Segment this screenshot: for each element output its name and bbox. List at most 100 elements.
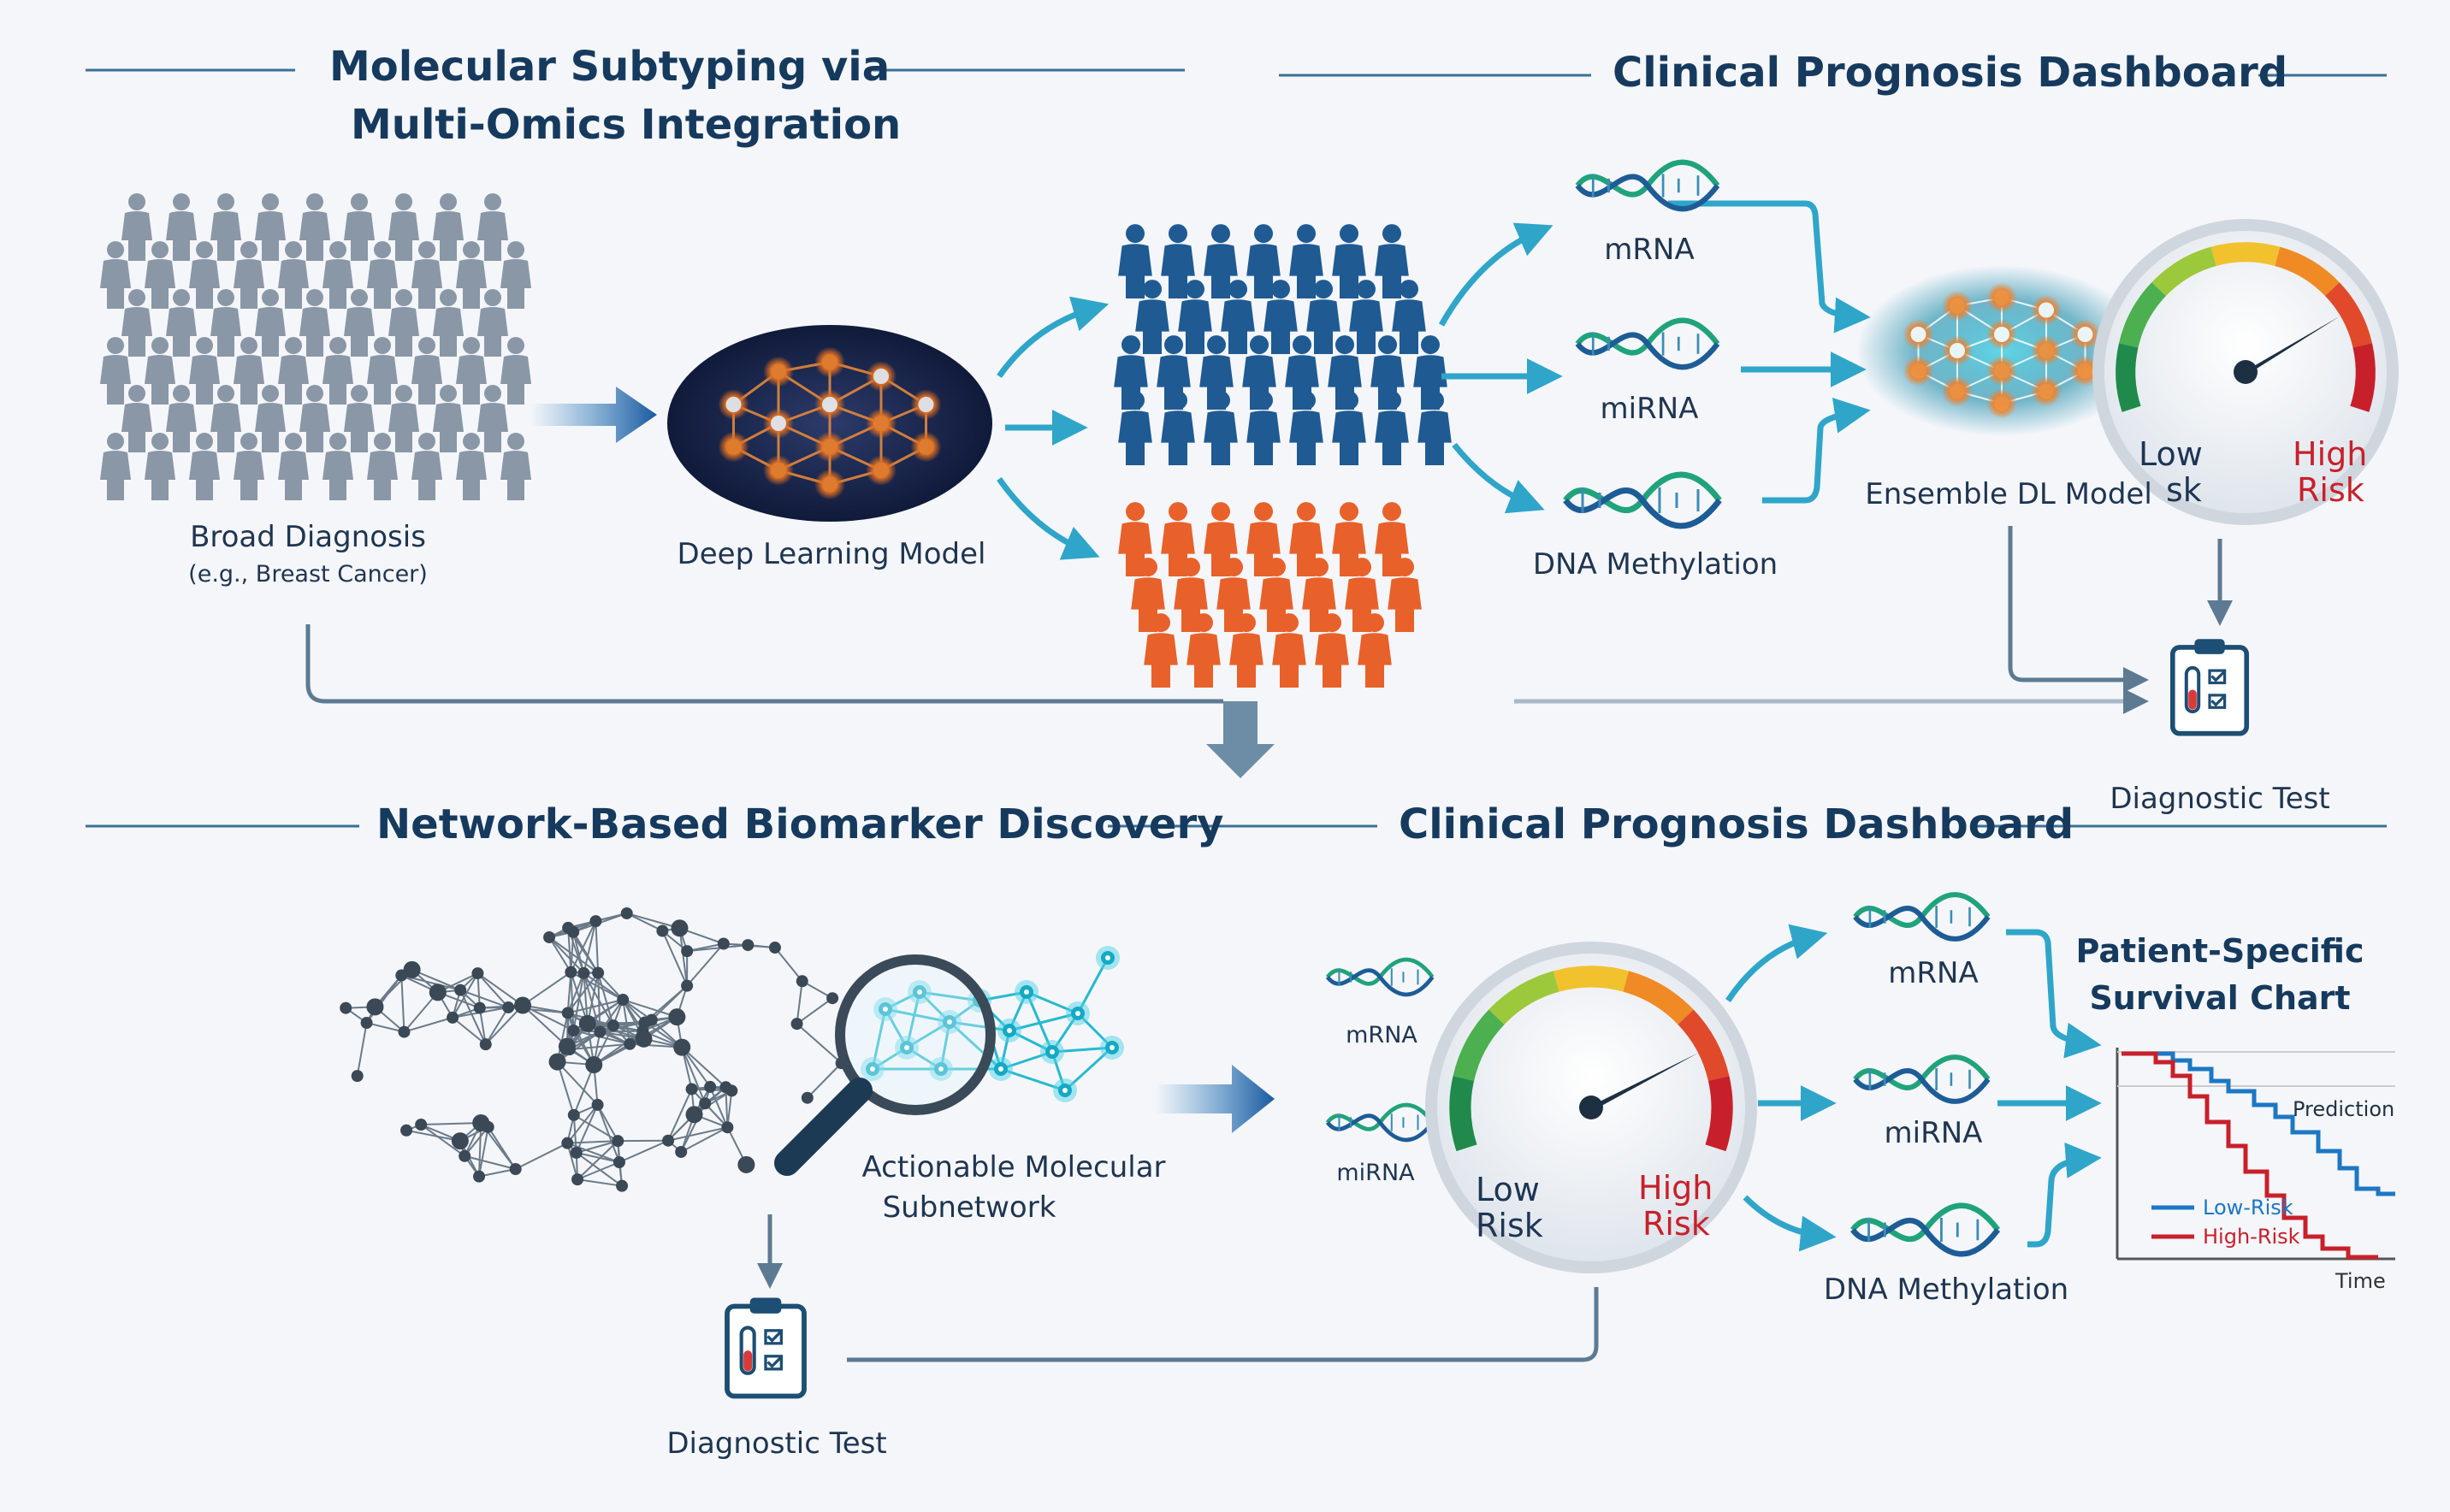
connectors-bottom — [757, 1214, 1599, 1362]
title-subtyping-line1: Molecular Subtyping via — [329, 43, 891, 91]
omics-mirna-label: miRNA — [1600, 392, 1699, 426]
subtype-crowd-orange — [1118, 502, 1422, 688]
person-icon — [100, 241, 131, 309]
person-icon — [388, 289, 419, 357]
gauge-bottom-high-line2: Risk — [1642, 1205, 1710, 1243]
person-icon — [433, 385, 464, 452]
person-icon — [166, 289, 197, 357]
person-icon — [255, 289, 286, 357]
title-prognosis-bottom: Clinical Prognosis Dashboard — [1399, 800, 2074, 848]
person-icon — [388, 385, 419, 452]
arrow-to-gauge — [1155, 1065, 1275, 1133]
person-icon — [323, 241, 353, 309]
person-icon — [100, 433, 131, 500]
dna-helix-icon — [1565, 475, 1719, 526]
person-icon — [367, 241, 398, 309]
magnifier-icon — [774, 954, 996, 1176]
dna-helix-icon — [1328, 1105, 1433, 1140]
person-icon — [210, 193, 241, 261]
person-icon — [145, 241, 175, 309]
omics-mrna-label: mRNA — [1604, 233, 1695, 267]
gauge-top-low-line1: Low — [2139, 435, 2203, 473]
dl-model-label: Deep Learning Model — [677, 537, 986, 571]
gauge-omics-mrna-label: mRNA — [1346, 1022, 1417, 1048]
person-icon — [500, 241, 531, 309]
person-icon — [411, 337, 442, 405]
person-icon — [189, 337, 220, 405]
person-icon — [210, 385, 241, 452]
person-icon — [388, 193, 419, 261]
survival-title-line1: Patient-Specific — [2075, 932, 2364, 970]
person-icon — [433, 193, 464, 261]
person-icon — [145, 337, 175, 405]
person-icon — [477, 289, 508, 357]
dna-helix-icon — [1577, 321, 1718, 368]
survival-prediction-label: Prediction — [2293, 1097, 2395, 1121]
gauge-bottom-low-line1: Low — [1476, 1171, 1540, 1208]
dna-helix-icon — [1853, 1206, 1998, 1255]
diagnostic-test-bottom-label: Diagnostic Test — [666, 1426, 887, 1461]
gauge-top-high-line1: High — [2293, 435, 2368, 473]
person-icon — [278, 433, 309, 500]
person-icon — [278, 337, 309, 405]
person-icon — [411, 433, 442, 500]
down-arrow — [1206, 701, 1275, 778]
subnetwork-label-line1: Actionable Molecular — [861, 1150, 1166, 1184]
subnetwork-highlight — [861, 946, 1124, 1102]
gauge-top-high-line2: Risk — [2297, 471, 2364, 509]
survival-title-line2: Survival Chart — [2089, 979, 2351, 1017]
header-rules — [86, 68, 2387, 828]
clipboard-test-tube-icon — [2173, 639, 2246, 733]
dna-helix-icon — [1328, 960, 1433, 995]
person-icon — [433, 289, 464, 357]
person-icon — [456, 337, 487, 405]
person-icon — [166, 193, 197, 261]
omics-bottom-methylation-label: DNA Methylation — [1823, 1273, 2069, 1307]
gauge-omics-mirna-label: miRNA — [1336, 1160, 1415, 1186]
arrows-to-subtypes — [997, 200, 1871, 560]
person-icon — [344, 289, 375, 357]
gauge-bottom-high-line1: High — [1638, 1169, 1713, 1207]
dna-helix-icon — [1855, 895, 1988, 939]
low-risk-curve — [2122, 1051, 2395, 1196]
subtype-crowd-blue — [1114, 224, 1452, 465]
omics-bottom-mirna-label: miRNA — [1884, 1116, 1983, 1150]
risk-gauge-icon — [2092, 219, 2399, 525]
person-icon — [189, 241, 220, 309]
person-icon — [344, 193, 375, 261]
person-icon — [323, 433, 353, 500]
gauge-top-low-line2: sk — [2166, 471, 2202, 509]
broad-diagnosis-label: Broad Diagnosis — [190, 520, 426, 554]
gauge-bottom-low-line2: Risk — [1476, 1207, 1543, 1244]
ensemble-model-label: Ensemble DL Model — [1865, 477, 2152, 511]
title-prognosis-top: Clinical Prognosis Dashboard — [1613, 49, 2288, 97]
person-icon — [456, 241, 487, 309]
diagnostic-test-top-label: Diagnostic Test — [2110, 782, 2330, 816]
person-icon — [299, 193, 330, 261]
person-icon — [255, 385, 286, 452]
person-icon — [477, 193, 508, 261]
person-icon — [367, 337, 398, 405]
connectors-top — [305, 526, 2233, 714]
person-icon — [234, 337, 264, 405]
arrows-to-survival — [1725, 924, 2102, 1252]
legend-high-label: High-Risk — [2203, 1225, 2300, 1249]
neural-network-icon — [667, 325, 992, 522]
person-icon — [344, 385, 375, 452]
person-icon — [234, 433, 264, 500]
person-icon — [500, 337, 531, 405]
person-icon — [234, 241, 264, 309]
person-icon — [456, 433, 487, 500]
molecular-network — [340, 907, 848, 1192]
person-icon — [210, 289, 241, 357]
person-icon — [278, 241, 309, 309]
person-icon — [166, 385, 197, 452]
person-icon — [367, 433, 398, 500]
clipboard-test-tube-icon — [727, 1298, 804, 1397]
person-icon — [299, 289, 330, 357]
person-icon — [145, 433, 175, 500]
person-icon — [411, 241, 442, 309]
omics-methylation-label: DNA Methylation — [1532, 547, 1778, 582]
